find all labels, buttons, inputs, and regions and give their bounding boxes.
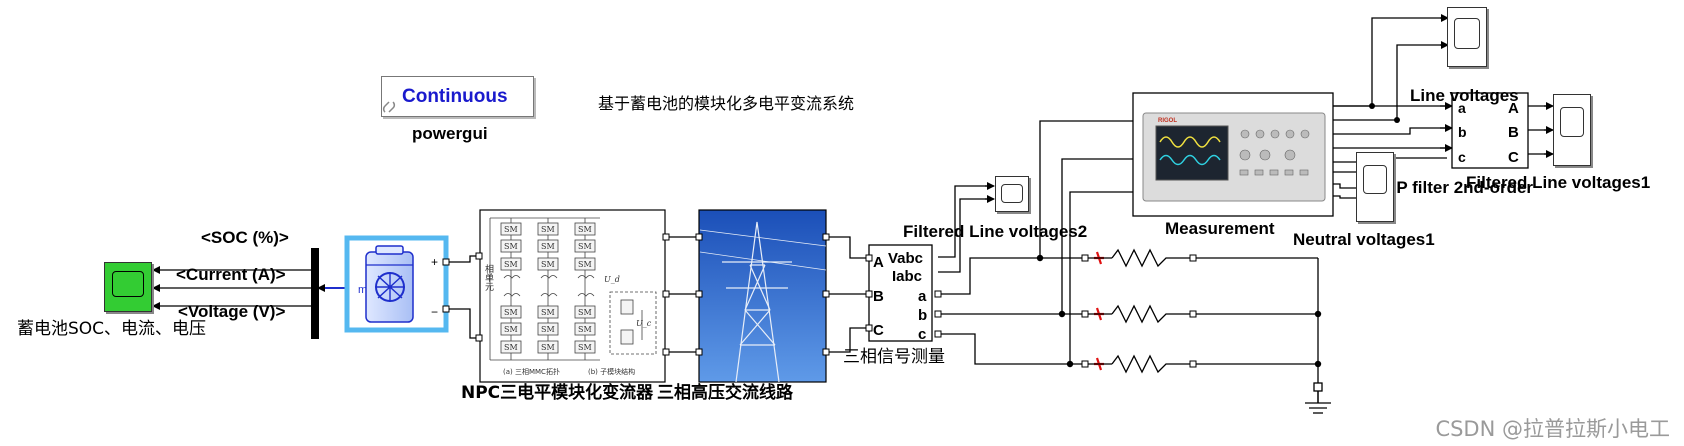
scope-screen-icon xyxy=(112,271,144,297)
diagram-title: 基于蓄电池的模块化多电平变流系统 xyxy=(598,94,854,113)
meas-port-c-out: c xyxy=(918,326,926,343)
battery-block[interactable]: m + − xyxy=(344,235,450,333)
mmc-sm-label: SM xyxy=(541,325,555,334)
neutral-scope-block[interactable] xyxy=(1356,152,1394,222)
mmc-topology-image xyxy=(489,217,657,361)
pylon-drawing xyxy=(699,221,827,383)
mmc-sm-label: SM xyxy=(578,308,592,317)
mmc-sm-label: SM xyxy=(541,308,555,317)
three-phase-measurement-label: 三相信号测量 xyxy=(843,347,945,367)
power-wires xyxy=(447,17,1552,403)
line-voltages-label: Line voltages xyxy=(1410,86,1519,105)
ground-symbol xyxy=(1305,382,1331,414)
powergui-block[interactable]: Continuous xyxy=(381,76,534,117)
wire-arrowheads xyxy=(985,14,1554,203)
lv-port-a-in: a xyxy=(1458,100,1466,116)
bus-soc-label: <SOC (%)> xyxy=(201,228,289,247)
measurement-label: Measurement xyxy=(1165,219,1275,238)
battery-scope-label: 蓄电池SOC、电流、电压 xyxy=(17,319,206,339)
link-icon xyxy=(382,101,396,113)
scope-screen-icon xyxy=(1560,107,1584,137)
rl-load-b[interactable] xyxy=(1081,304,1197,324)
meas-port-vabc: Vabc xyxy=(888,250,923,267)
meas-port-b-in: B xyxy=(873,288,884,305)
mmc-sm-label: SM xyxy=(541,225,555,234)
mmc-sm-label: SM xyxy=(504,325,518,334)
mmc-sm-label: SM xyxy=(578,343,592,352)
meas-port-a-in: A xyxy=(873,254,884,271)
measurement-block[interactable]: RIGOL xyxy=(1132,92,1334,217)
battery-minus-terminal: − xyxy=(431,305,438,319)
mmc-caption-a: (a) 三相MMC拓扑 xyxy=(503,367,560,376)
hv-line-block[interactable] xyxy=(695,209,830,383)
scope-knobs xyxy=(1239,129,1310,176)
meas-port-a-out: a xyxy=(918,288,927,305)
rl-load-a[interactable] xyxy=(1081,248,1197,268)
bus-voltage-label: <Voltage (V)> xyxy=(178,302,285,321)
lv-port-c-in: c xyxy=(1458,149,1466,165)
mmc-side-label: 相单元 xyxy=(483,263,494,292)
top-scope-block[interactable] xyxy=(1447,7,1487,67)
mmc-sm-label: SM xyxy=(578,242,592,251)
mmc-sm-label: SM xyxy=(541,260,555,269)
battery-scope-block[interactable] xyxy=(104,262,152,312)
lv-port-b-out: B xyxy=(1508,124,1519,141)
meas-port-iabc: Iabc xyxy=(892,268,922,285)
powergui-label: powergui xyxy=(412,124,488,143)
neutral-scope-label: Neutral voltages1 xyxy=(1293,230,1435,249)
meas-port-c-in: C xyxy=(873,322,884,339)
mmc-sm-label: SM xyxy=(578,325,592,334)
mmc-sm-label: SM xyxy=(541,343,555,352)
npc-converter-block[interactable]: 相单元 SM SM SM SM SM SM SM SM SM SM SM SM … xyxy=(475,209,670,383)
lp-filter-label: LP filter 2nd-order xyxy=(1386,178,1533,197)
filtered2-scope-label: Filtered Line voltages2 xyxy=(903,222,1087,241)
mmc-sm-label: SM xyxy=(541,242,555,251)
three-phase-measurement-block[interactable]: A B C Vabc Iabc a b c xyxy=(865,244,942,343)
converter-label: NPC三电平模块化变流器 xyxy=(461,382,654,403)
mmc-sm-label: SM xyxy=(504,225,518,234)
junction-dots xyxy=(1036,103,1400,368)
battery-plus-terminal: + xyxy=(431,255,438,269)
mmc-uc-label: U_c xyxy=(636,319,652,328)
hv-line-label: 三相高压交流线路 xyxy=(657,382,794,403)
line-voltages-block[interactable]: a b c A B C xyxy=(1451,92,1529,169)
scope-screen-icon xyxy=(1454,18,1480,49)
bus-selector-bar[interactable] xyxy=(311,248,319,339)
mmc-sm-label: SM xyxy=(578,260,592,269)
mmc-sm-label: SM xyxy=(504,343,518,352)
bus-current-label: <Current (A)> xyxy=(176,265,286,284)
scope-brand: RIGOL xyxy=(1158,118,1177,124)
mmc-ud-label: U_d xyxy=(604,275,620,284)
mmc-sm-label: SM xyxy=(504,242,518,251)
rl-load-c[interactable] xyxy=(1081,354,1197,374)
mmc-caption-b: (b) 子模块结构 xyxy=(588,367,635,376)
lv-port-b-in: b xyxy=(1458,124,1467,140)
mmc-sm-label: SM xyxy=(578,225,592,234)
battery-m-port: m xyxy=(358,284,367,296)
powergui-mode: Continuous xyxy=(402,86,508,107)
csdn-watermark: CSDN @拉普拉斯小电工 xyxy=(1435,417,1670,441)
lv-port-c-out: C xyxy=(1508,149,1519,166)
filtered2-scope-block[interactable] xyxy=(995,176,1029,212)
filtered1-scope-block[interactable] xyxy=(1553,94,1591,166)
scope-screen-icon xyxy=(1363,165,1387,195)
meas-port-b-out: b xyxy=(918,307,927,324)
scope-screen-icon xyxy=(1001,184,1023,203)
filtered1-scope-label: Filtered Line voltages1 xyxy=(1466,173,1650,192)
mmc-sm-label: SM xyxy=(504,308,518,317)
mmc-sm-label: SM xyxy=(504,260,518,269)
lv-port-a-out: A xyxy=(1508,100,1519,117)
